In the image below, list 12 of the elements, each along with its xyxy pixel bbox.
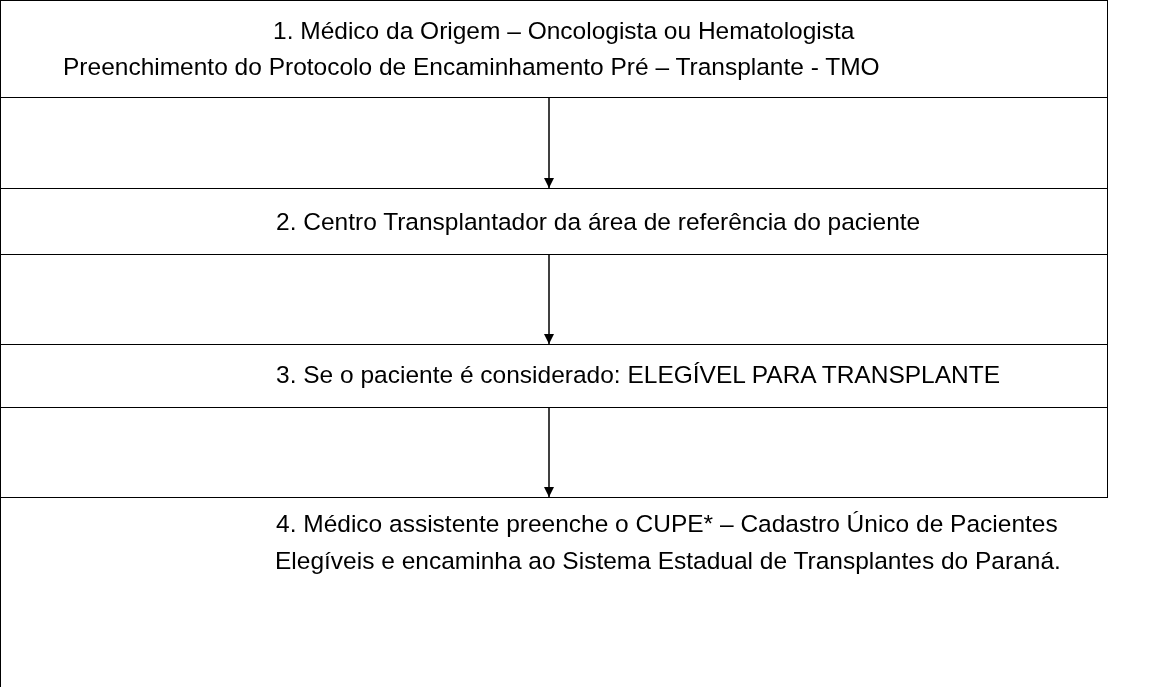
process-box: [0, 497, 1108, 687]
process-box: [0, 344, 1108, 408]
arrow: [543, 254, 555, 345]
arrow: [543, 97, 555, 189]
step-text: 3. Se o paciente é considerado: ELEGÍVEL PARA TRANSPLANTE: [276, 360, 1001, 390]
step-text: 1. Médico da Origem – Oncologista ou Hematologista: [273, 16, 855, 46]
step-text: 4. Médico assistente preenche o CUPE* – Cadastro Único de Pacientes Elegíveis e encaminha ao Sistema Estadual de Transplantes do Paraná.: [275, 509, 1062, 576]
step-text: 2. Centro Transplantador da área de referência do paciente: [276, 207, 921, 237]
process-box: [0, 188, 1108, 255]
step-text: Preenchimento do Protocolo de Encaminhamento Pré – Transplante - TMO: [63, 52, 880, 82]
process-box: [0, 0, 1108, 98]
arrow: [543, 407, 555, 498]
